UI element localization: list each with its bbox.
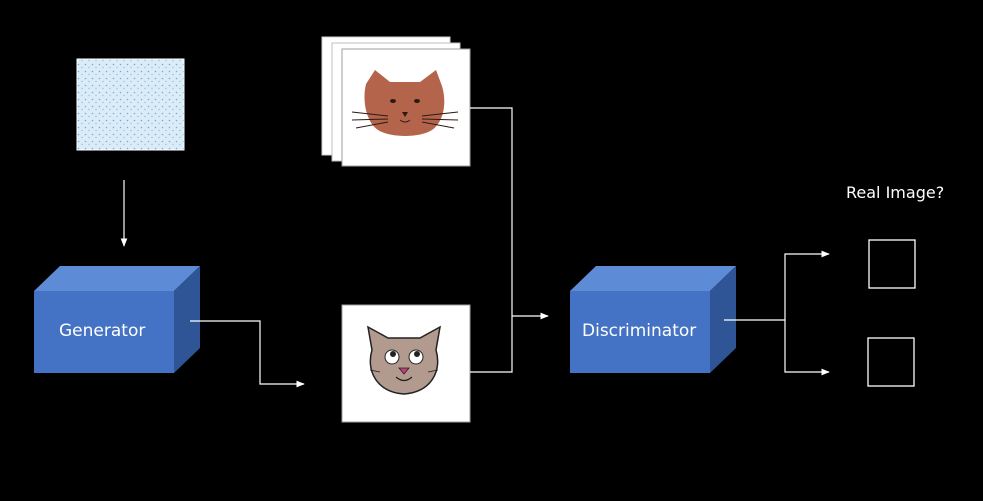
- noise-pattern-icon: [76, 58, 185, 151]
- generator-box-top: [34, 266, 200, 291]
- real-images-stack: [321, 36, 471, 167]
- output-box-fake: [867, 337, 915, 387]
- generated-image-connector: [470, 316, 513, 373]
- output-box-real: [868, 239, 916, 289]
- discriminator-box: [570, 266, 736, 373]
- output-lower-arrow: [784, 320, 830, 376]
- output-upper-arrow: [784, 250, 830, 320]
- discriminator-label: Discriminator: [582, 321, 697, 341]
- generator-to-generated-image-arrow: [190, 320, 305, 388]
- discriminator-box-top: [570, 266, 736, 291]
- discriminator-box-side: [710, 266, 736, 373]
- noise-input: [76, 58, 185, 151]
- discriminator-box-front: [570, 291, 710, 373]
- real-images-connector: [470, 107, 513, 316]
- real-cat-photo-icon: [351, 70, 459, 138]
- cartoon-cat-icon: [366, 325, 442, 395]
- generator-box-front: [34, 291, 174, 373]
- generator-box: [34, 266, 200, 373]
- generator-box-side: [174, 266, 200, 373]
- generator-label: Generator: [59, 321, 146, 341]
- real-image-question: Real Image?: [846, 183, 945, 202]
- generated-image: [341, 304, 471, 423]
